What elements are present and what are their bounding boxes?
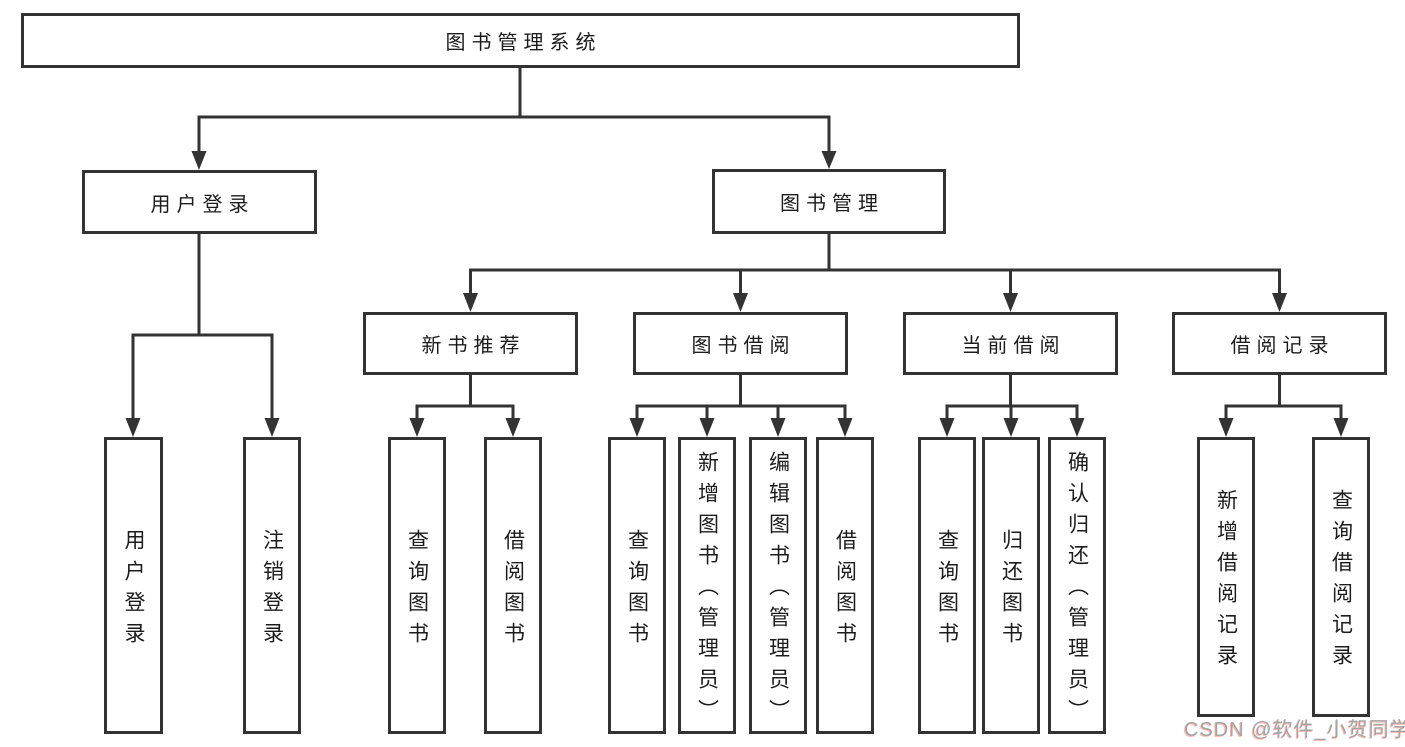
leaf-return-books-label: 归还图书 [999, 528, 1023, 653]
node-book-borrowing-label: 图书借阅 [691, 335, 796, 357]
arrowheads [125, 151, 1349, 437]
connector-new-book-recommend [415, 373, 515, 422]
leaf-add-borrow-record: 新增借阅记录 [1197, 437, 1255, 717]
leaf-logout-login: 注销登录 [243, 437, 301, 734]
leaf-user-login-label: 用户登录 [122, 528, 145, 653]
leaf-edit-books-admin: 编辑图书（管理员） [749, 437, 807, 734]
connector-book-management [469, 232, 1281, 296]
node-root-system-label: 图书管理系统 [445, 32, 602, 54]
leaf-borrow-books-recommend-label: 借阅图书 [501, 528, 525, 653]
node-user-login-label: 用户登录 [150, 193, 255, 216]
leaf-query-books-recommend: 查询图书 [388, 437, 446, 734]
leaf-query-books-current: 查询图书 [918, 437, 976, 734]
node-user-login: 用户登录 [82, 170, 317, 234]
leaf-return-books: 归还图书 [982, 437, 1040, 734]
leaf-query-borrow-record-label: 查询借阅记录 [1329, 489, 1353, 675]
node-book-borrowing: 图书借阅 [633, 312, 848, 375]
leaf-borrow-books-borrowing: 借阅图书 [816, 437, 874, 734]
node-new-book-recommend-label: 新书推荐 [421, 335, 526, 357]
leaf-query-books-recommend-label: 查询图书 [405, 528, 429, 653]
connector-book-borrowing [635, 373, 847, 422]
leaf-confirm-return-admin: 确认归还（管理员） [1048, 437, 1106, 734]
leaf-edit-books-admin-label: 编辑图书（管理员） [766, 451, 790, 730]
leaf-query-books-borrowing: 查询图书 [608, 437, 666, 734]
leaf-borrow-books-recommend: 借阅图书 [484, 437, 542, 734]
connector-borrow-records [1224, 373, 1343, 422]
leaf-logout-login-label: 注销登录 [260, 528, 284, 653]
node-current-borrowing-label: 当前借阅 [961, 335, 1066, 357]
node-book-management: 图书管理 [712, 169, 946, 234]
node-current-borrowing: 当前借阅 [903, 312, 1118, 375]
connector-current-borrowing [945, 373, 1079, 422]
node-borrow-records-label: 借阅记录 [1230, 335, 1335, 357]
connector-root [197, 66, 831, 154]
leaf-add-books-admin: 新增图书（管理员） [678, 437, 736, 734]
csdn-watermark: CSDN @软件_小贺同学 [1184, 719, 1405, 741]
node-book-management-label: 图书管理 [780, 193, 884, 215]
leaf-add-borrow-record-label: 新增借阅记录 [1214, 489, 1238, 675]
node-borrow-records: 借阅记录 [1172, 312, 1387, 375]
node-new-book-recommend: 新书推荐 [363, 312, 578, 375]
leaf-borrow-books-borrowing-label: 借阅图书 [833, 528, 857, 653]
node-root-system: 图书管理系统 [21, 13, 1020, 68]
leaf-add-books-admin-label: 新增图书（管理员） [695, 451, 719, 730]
leaf-user-login: 用户登录 [104, 437, 163, 734]
leaf-query-borrow-record: 查询借阅记录 [1312, 437, 1370, 717]
leaf-query-books-borrowing-label: 查询图书 [625, 528, 649, 653]
leaf-confirm-return-admin-label: 确认归还（管理员） [1065, 451, 1089, 730]
connector-user-login [131, 232, 274, 422]
leaf-query-books-current-label: 查询图书 [935, 528, 959, 653]
